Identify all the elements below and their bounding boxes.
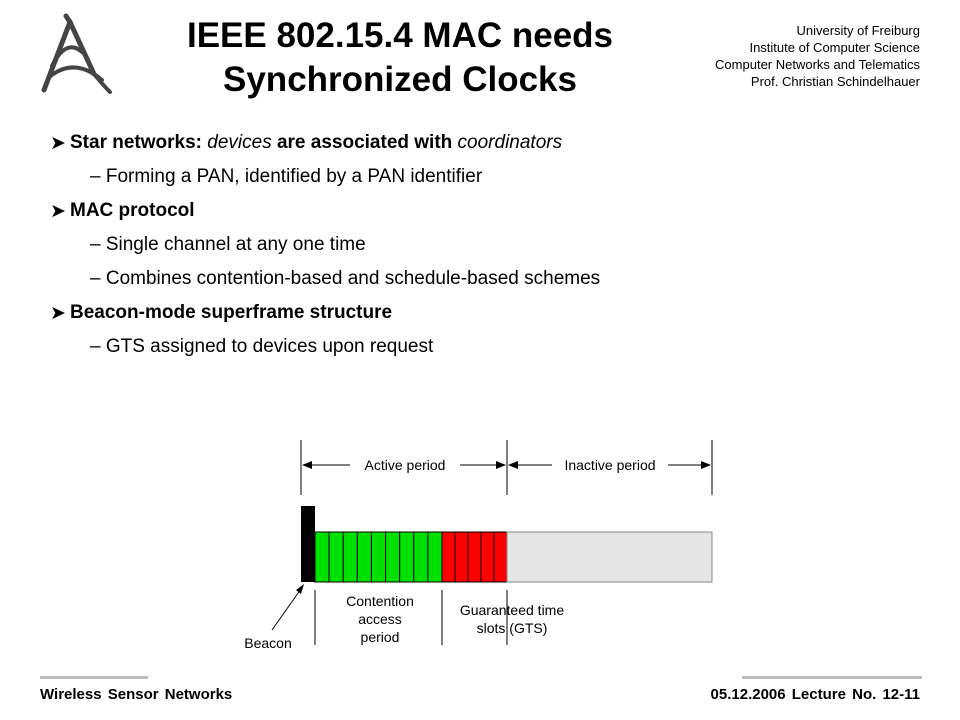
bullet-text-beacon-mode: Beacon-mode superframe structure — [70, 302, 393, 323]
gts-slot — [441, 531, 456, 583]
cap-slot — [356, 531, 372, 583]
sub-bullet-gts: – GTS assigned to devices upon request — [90, 336, 434, 357]
footer-course-title: Wireless Sensor Networks — [40, 686, 233, 703]
superframe-diagram: Active period Inactive period Contention… — [244, 440, 713, 651]
gts-slot — [467, 531, 482, 583]
inactive-period-label: Inactive period — [564, 457, 655, 473]
beacon-block — [301, 506, 315, 582]
sub-bullet-combines: – Combines contention-based and schedule… — [90, 268, 601, 289]
active-arrowhead-left — [302, 461, 312, 469]
gts-slot — [454, 531, 469, 583]
bullet-text-associated: are associated with — [271, 132, 458, 153]
cap-slot — [385, 531, 401, 583]
footer-date-lecture: 05.12.2006 Lecture No. 12-11 — [710, 686, 920, 703]
affiliation-block: University of Freiburg Institute of Comp… — [715, 22, 920, 90]
arrowhead-bullet-icon: ➤ — [50, 200, 66, 222]
gts-slot — [480, 531, 495, 583]
footer-rule-left — [40, 676, 148, 679]
arrowhead-bullet-icon: ➤ — [50, 132, 66, 154]
cap-slot — [328, 531, 344, 583]
cap-slot — [413, 531, 429, 583]
gts-slot — [493, 531, 508, 583]
affiliation-university: University of Freiburg — [796, 23, 920, 38]
bullet-text-star-networks: Star networks: — [70, 132, 208, 153]
arrowhead-bullet-icon: ➤ — [50, 302, 66, 324]
cap-slot — [399, 531, 415, 583]
footer-rule-right — [742, 676, 922, 679]
beacon-pointer-line — [271, 585, 304, 631]
beacon-label: Beacon — [244, 635, 291, 651]
title-line-1: IEEE 802.15.4 MAC needs — [186, 16, 614, 55]
cap-slots — [314, 531, 443, 583]
gts-label-2: slots (GTS) — [477, 620, 548, 636]
university-logo-icon — [41, 13, 112, 94]
cap-slot — [342, 531, 358, 583]
title-line-2: Synchronized Clocks — [223, 60, 577, 99]
cap-slot — [427, 531, 443, 583]
cap-slot — [370, 531, 387, 583]
bullet-text-coordinators: coordinators — [457, 132, 563, 153]
cap-label-3: period — [361, 629, 400, 645]
sub-bullet-pan: – Forming a PAN, identified by a PAN ide… — [90, 166, 483, 187]
beacon-pointer-arrowhead — [296, 584, 304, 594]
bullet-text-mac-protocol: MAC protocol — [70, 200, 195, 221]
affiliation-professor: Prof. Christian Schindelhauer — [750, 74, 920, 89]
slide-title: IEEE 802.15.4 MAC needs Synchronized Clo… — [150, 14, 650, 102]
bullet-text-devices: devices — [207, 132, 272, 153]
sub-bullet-single-channel: – Single channel at any one time — [90, 234, 366, 255]
gts-label-1: Guaranteed time — [460, 602, 564, 618]
active-arrowhead-right — [496, 461, 506, 469]
affiliation-group: Computer Networks and Telematics — [715, 57, 920, 72]
inactive-block — [506, 531, 713, 583]
affiliation-institute: Institute of Computer Science — [749, 40, 920, 55]
cap-slot — [314, 531, 330, 583]
active-period-label: Active period — [365, 457, 446, 473]
gts-slots — [441, 531, 508, 583]
cap-label-1: Contention — [346, 593, 414, 609]
slide-content: ➤ Star networks: devices are associated … — [50, 126, 930, 364]
bullet-star-networks: ➤ Star networks: devices are associated … — [50, 126, 930, 160]
inactive-arrowhead-left — [508, 461, 518, 469]
bullet-beacon-mode: ➤ Beacon-mode superframe structure — [50, 296, 930, 330]
bullet-mac-protocol: ➤ MAC protocol — [50, 194, 930, 228]
cap-label-2: access — [358, 611, 402, 627]
inactive-arrowhead-right — [701, 461, 711, 469]
